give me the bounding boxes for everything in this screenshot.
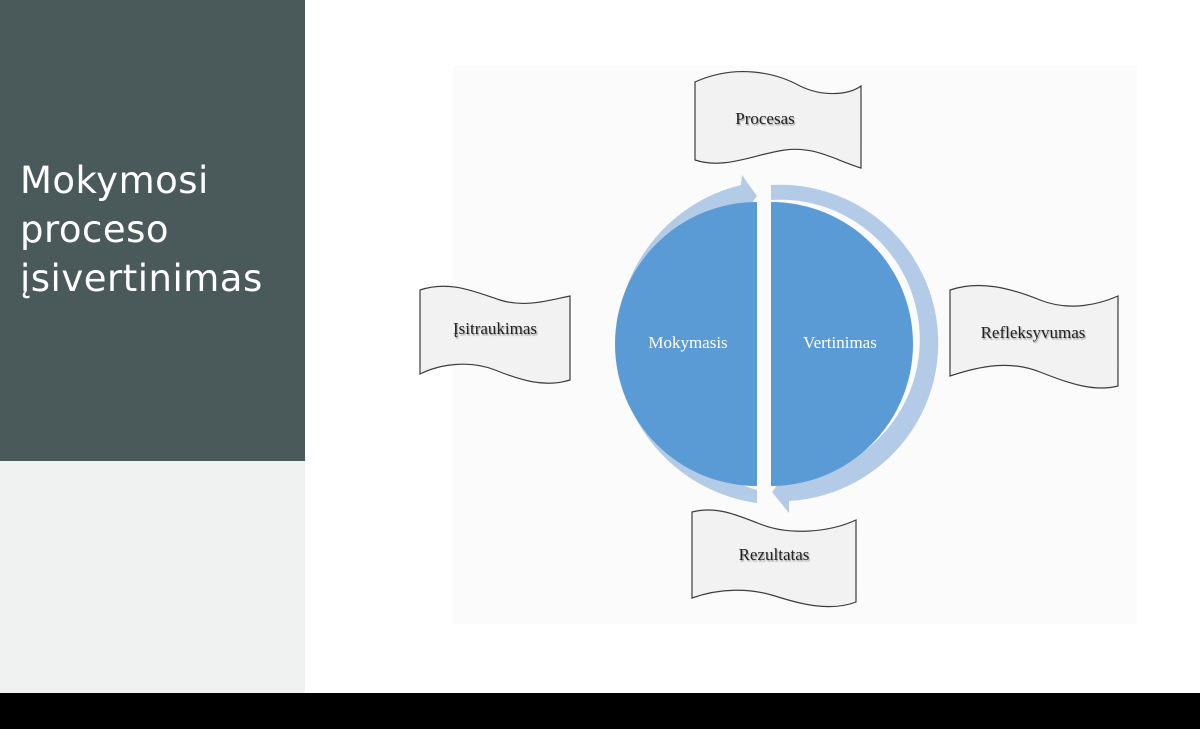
slide-title-line-3: įsivertinimas: [20, 257, 263, 300]
banner-left-label: Įsitraukimas: [453, 319, 537, 338]
circle-left-half: [615, 202, 757, 486]
cycle-diagram: Mokymasis Vertinimas Procesas Įsitraukim…: [419, 71, 1119, 608]
center-left-label: Mokymasis: [648, 333, 727, 352]
slide-title-line-1: Mokymosi: [20, 159, 209, 202]
banner-right: Refleksyvumas: [949, 284, 1119, 389]
banner-right-label: Refleksyvumas: [981, 323, 1086, 342]
letterbox-bar: [0, 693, 1200, 729]
banner-top: Procesas: [694, 71, 862, 169]
title-panel: [0, 0, 305, 461]
title-panel-footer: [0, 461, 305, 693]
banner-top-shape: [694, 71, 862, 169]
banner-right-shape: [949, 284, 1119, 389]
circle-right-half: [771, 202, 913, 486]
cycle-arrow-right: [771, 184, 939, 513]
slide-title-line-2: proceso: [20, 208, 170, 251]
banner-left-shape: [419, 285, 571, 384]
banner-bottom-shape: [691, 509, 857, 608]
banner-bottom: Rezultatas: [691, 509, 857, 608]
slide-title: Mokymosi proceso įsivertinimas: [20, 156, 300, 303]
banner-top-label: Procesas: [735, 109, 794, 128]
banner-left: Įsitraukimas: [419, 285, 571, 384]
center-right-label: Vertinimas: [803, 333, 877, 352]
banner-bottom-label: Rezultatas: [739, 545, 810, 564]
slide: Mokymosi proceso įsivertinimas Mokymasis…: [0, 0, 1200, 693]
